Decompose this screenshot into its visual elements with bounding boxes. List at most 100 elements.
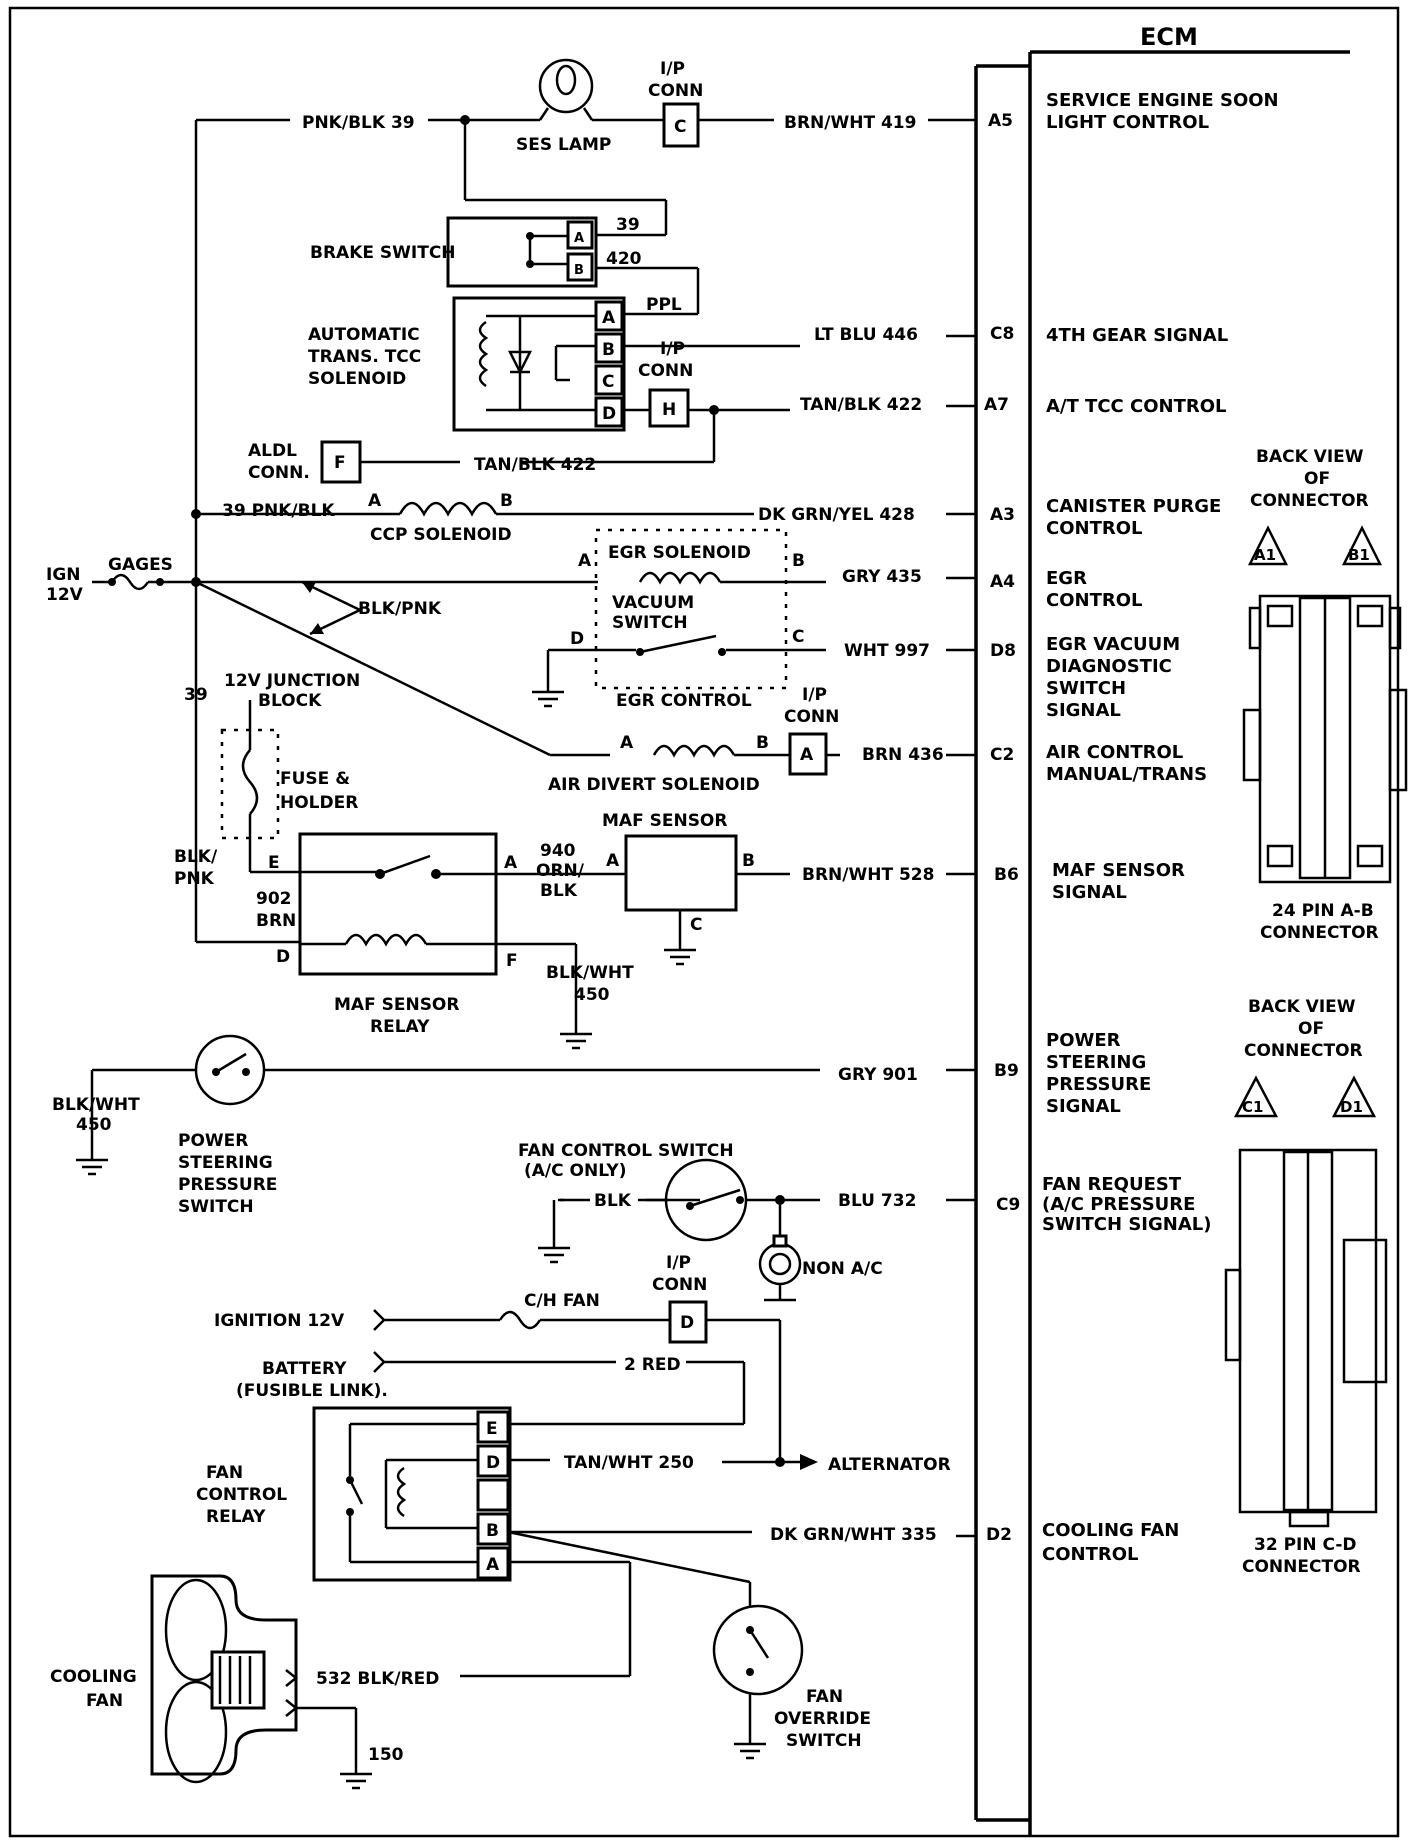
pin-letters-fan-relay-1-label: D (486, 1453, 500, 1473)
pin-letters-maf-2-label: C (690, 915, 702, 935)
signal-d8-line4: SIGNAL (1046, 700, 1121, 721)
pin-letters-maf-1-label: B (742, 851, 755, 871)
signal-a5-line2: LIGHT CONTROL (1046, 112, 1209, 133)
components-ip-conn-0-label: I/P (660, 339, 685, 359)
connectors-cd-tri2-label: D1 (1340, 1098, 1363, 1116)
components-tcc-solenoid-1-label: TRANS. TCC (308, 347, 421, 367)
pin-letters-maf-relay-1-label: A (504, 853, 518, 873)
ip-conn-h: I/P CONN H (638, 339, 693, 428)
wires-w39-label: 39 (616, 215, 640, 235)
components-conn-a-label: A (800, 745, 814, 765)
components-maf-sensor-label: MAF SENSOR (602, 811, 727, 831)
connectors-cd-back-view-2-label: CONNECTOR (1244, 1041, 1363, 1061)
pin-letters-egr-2-label: C (792, 627, 804, 647)
connectors-cd-tri1-label: C1 (1242, 1098, 1263, 1116)
wire-brn-wht-419: BRN/WHT 419 (784, 113, 916, 133)
signal-d2-line2: CONTROL (1042, 1544, 1139, 1565)
brake-switch: A B BRAKE SWITCH (310, 216, 598, 288)
pin-letters-brake-1-label: B (574, 263, 584, 278)
power-steering-switch: POWER STEERING PRESSURE SWITCH (76, 1034, 820, 1217)
signal-a7: A/T TCC CONTROL (1046, 396, 1227, 417)
blk-pnk-wire: BLK/PNK (195, 580, 610, 757)
components-ps-switch-2-label: PRESSURE (178, 1175, 277, 1195)
components-fan-override-0-label: FAN (806, 1687, 843, 1707)
fan-override-switch: FAN OVERRIDE SWITCH (507, 1530, 871, 1760)
signal-c9-line2: (A/C PRESSURE (1042, 1194, 1195, 1215)
ecm-pin-labels: A5 C8 A7 A3 A4 D8 C2 B6 B9 C9 D2 (984, 111, 1020, 1545)
pin-b9: B9 (994, 1061, 1019, 1081)
wires-blk-label: BLK (594, 1191, 632, 1211)
pin-letters-ccp-0-label: A (368, 491, 382, 511)
pin-letters-fan-relay-3-label: A (486, 1555, 500, 1575)
pin-a5: A5 (988, 111, 1013, 131)
ecm-title: ECM (1140, 23, 1198, 51)
wires-w150-label: 150 (368, 1745, 404, 1765)
pin-letters-ccp-1-label: B (500, 491, 513, 511)
components-ignition-12v-label: IGNITION 12V (214, 1311, 345, 1331)
maf-sensor: MAF SENSOR A B C (496, 811, 790, 966)
components-fan-override-1-label: OVERRIDE (774, 1709, 871, 1729)
wires-pnk-blk-39b-label: 39 PNK/BLK (222, 501, 335, 521)
wires-brn-902-1-label: BRN (256, 911, 296, 931)
components-fan-relay-2-label: RELAY (206, 1507, 266, 1527)
components-ps-switch-1-label: STEERING (178, 1153, 273, 1173)
wires-brn-902-0-label: 902 (256, 889, 292, 909)
wires-dk-grn-yel-428-label: DK GRN/YEL 428 (758, 505, 915, 525)
wires-two-red-label: 2 RED (624, 1355, 681, 1375)
wires-dk-grn-wht-335-label: DK GRN/WHT 335 (770, 1525, 937, 1545)
pin-d8: D8 (990, 641, 1016, 661)
pin-letters-fan-relay-0-label: E (486, 1419, 498, 1439)
wires-w420-label: 420 (606, 249, 642, 269)
signal-d8-line3: SWITCH (1046, 678, 1126, 699)
components-ip-conn-1-label: CONN (638, 361, 693, 381)
wires-blk-wht-450b-0-label: BLK/WHT (52, 1095, 140, 1115)
wires-wht-997-label: WHT 997 (844, 641, 930, 661)
aldl-conn: F ALDL CONN. (248, 440, 460, 484)
pin-letters-egr-1-label: B (792, 551, 805, 571)
signal-c2-line2: MANUAL/TRANS (1046, 764, 1207, 785)
connectors-ab-caption-1-label: CONNECTOR (1260, 923, 1379, 943)
wires-tan-blk-422b-label: TAN/BLK 422 (474, 455, 596, 475)
components-ps-switch-0-label: POWER (178, 1131, 248, 1151)
components-aldl-0-label: ALDL (248, 441, 297, 461)
connectors-ab-tri1-label: A1 (1254, 546, 1276, 564)
connectors-ab-tri2-label: B1 (1348, 546, 1370, 564)
pin-letters-maf-relay-2-label: D (276, 947, 290, 967)
wires-blk-wht-450a-0-label: BLK/WHT (546, 963, 634, 983)
pin-letters-egr-0-label: A (578, 551, 592, 571)
signal-c8: 4TH GEAR SIGNAL (1046, 325, 1228, 346)
components-ch-fan-label: C/H FAN (524, 1291, 600, 1311)
pin-letters-tcc-0-label: A (602, 308, 616, 328)
components-conn-f-label: F (334, 453, 346, 473)
wires-blk-wht-450b-1-label: 450 (76, 1115, 112, 1135)
signal-d8-line1: EGR VACUUM (1046, 634, 1180, 655)
wires-w39c-label: 39 (184, 685, 208, 705)
pin-letters-egr-3-label: D (570, 629, 584, 649)
wires-tan-wht-250-label: TAN/WHT 250 (564, 1453, 694, 1473)
pin-letters-maf-0-label: A (606, 851, 620, 871)
components-fuse-holder-0-label: FUSE & (280, 769, 350, 789)
wires-brn-wht-528-label: BRN/WHT 528 (802, 865, 934, 885)
signal-a4-line1: EGR (1046, 568, 1087, 589)
signal-d8-line2: DIAGNOSTIC (1046, 656, 1172, 677)
connectors-cd-back-view-0-label: BACK VIEW (1248, 997, 1356, 1017)
fan-control-relay: E D B A FAN CONTROL RELAY (196, 1406, 512, 1582)
wire-pnk-blk-39: PNK/BLK 39 (302, 113, 415, 133)
pin-letters-maf-relay-3-label: F (506, 951, 518, 971)
components-tcc-solenoid-0-label: AUTOMATIC (308, 325, 420, 345)
components-ccp-solenoid-label: CCP SOLENOID (370, 525, 512, 545)
connectors-cd-caption-0-label: 32 PIN C-D (1254, 1535, 1357, 1555)
pin-letters-tcc-3-label: D (602, 404, 616, 424)
components-fuse-holder-1-label: HOLDER (280, 793, 358, 813)
maf-relay: E A D F MAF SENSOR RELAY (196, 832, 592, 1050)
main-bus (194, 115, 668, 942)
components-cooling-fan-1-label: FAN (86, 1691, 123, 1711)
pin-letters-tcc-1-label: B (602, 340, 615, 360)
connector-cd: BACK VIEW OF CONNECTOR C1 D1 32 PIN C-D … (1224, 997, 1388, 1577)
pin-letters-brake-0-label: A (574, 231, 584, 246)
wires-orn-blk-940-1-label: ORN/ (536, 861, 585, 881)
signal-a3-line1: CANISTER PURGE (1046, 496, 1221, 517)
cooling-fan: 532 BLK/RED COOLING FAN (50, 1560, 632, 1790)
components-ps-switch-3-label: SWITCH (178, 1197, 254, 1217)
